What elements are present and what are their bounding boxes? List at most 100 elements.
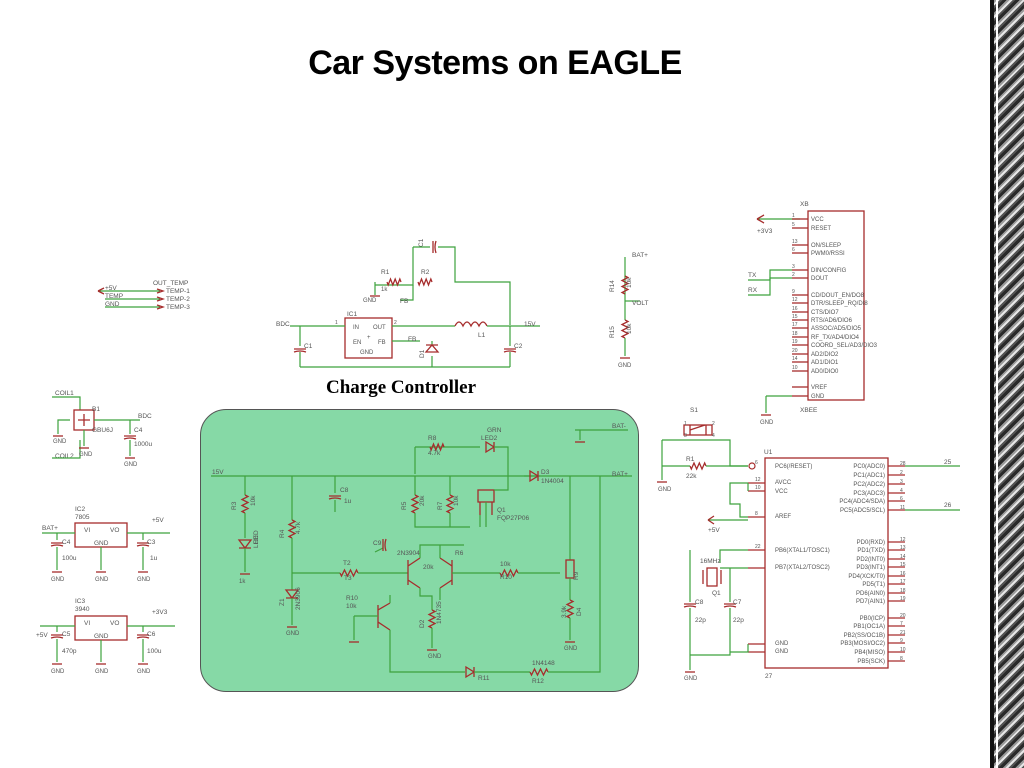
buck-label: 2 (394, 320, 397, 326)
mcu-label: PD4(XCK/T0) (848, 574, 885, 580)
reg_7805-label: VI (84, 527, 90, 534)
reg_3940-label: C5 (62, 631, 71, 638)
charge-label: T3 (344, 575, 352, 582)
charge-label: RED (253, 530, 260, 544)
eagle-schematic: +5VTEMPGNDOUT_TEMPTEMP-1TEMP-2TEMP-3COIL… (36, 201, 960, 685)
mcu-label: PB7(XTAL2/TOSC2) (775, 565, 830, 571)
mcu-label: VCC (775, 489, 788, 495)
charge-label: T2 (343, 560, 351, 567)
charge-label: R6 (455, 550, 464, 557)
component-symbol (287, 519, 297, 539)
mcu-label: 16 (900, 571, 906, 577)
mcu-label: GND (775, 649, 789, 655)
rectifier-label: COIL1 (55, 390, 74, 397)
rectifier-label: GBU6J (92, 427, 113, 434)
wire (400, 285, 414, 301)
component-symbol (97, 287, 105, 295)
wire (748, 277, 792, 296)
buck-label: 15V (524, 321, 536, 328)
xbee-label: RESET (811, 226, 831, 232)
reg_7805-label: 100u (62, 555, 77, 562)
reg_3940-label: 3940 (75, 606, 90, 613)
component-symbol (432, 240, 437, 254)
divider-label: R14 (609, 280, 616, 292)
wire (374, 547, 384, 553)
component-symbol (503, 348, 517, 353)
mcu-label: 15 (900, 562, 906, 568)
component-body (706, 567, 718, 587)
reg_7805-label: BAT+ (42, 525, 58, 532)
wire (414, 513, 470, 528)
wire (494, 476, 509, 491)
xbee-label: 3 (792, 264, 795, 270)
temp_block-label: GND (105, 301, 120, 308)
component-symbol (723, 603, 737, 608)
xbee-label: VCC (811, 217, 824, 223)
component-symbol (620, 275, 630, 295)
wire (690, 608, 731, 656)
xbee-label: 6 (792, 247, 795, 253)
mcu-label: 9 (900, 638, 903, 644)
reg_7805-label: 1u (150, 555, 158, 562)
mcu-label: PB4(MISO) (854, 650, 885, 656)
charge-label: 1u (344, 498, 352, 505)
component-symbol (293, 348, 307, 353)
mcu-label: PC3(ADC3) (853, 491, 885, 497)
mcu-label: PD6(AIN0) (856, 591, 885, 597)
buck-label: EN (353, 340, 361, 346)
xbee-label: RTS/AD6/DIO6 (811, 318, 853, 324)
charge-label: LED2 (481, 435, 498, 442)
reg_3940-label: 470p (62, 648, 77, 655)
temp_block-label: TEMP-2 (166, 296, 190, 303)
mcu-label: PC4(ADC4/SDA) (839, 499, 885, 505)
charge-label: GRN (487, 427, 502, 434)
wire (389, 630, 465, 673)
wire (730, 644, 749, 653)
reg_7805-label: +5V (152, 517, 164, 524)
charge-label: R12 (532, 678, 544, 685)
charge-label: R4 (279, 529, 286, 538)
xbee-label: RX (748, 287, 758, 294)
xbee-label: ON/SLEEP (811, 243, 841, 249)
reg_7805-label: C4 (62, 539, 71, 546)
reg_7805-label: VO (110, 527, 119, 534)
charge-label: C8 (340, 487, 349, 494)
xbee-label: AD1/DIO1 (811, 360, 839, 366)
component-symbol (78, 414, 90, 426)
slide-title: Car Systems on EAGLE (308, 44, 682, 82)
component-symbol (620, 319, 630, 339)
xbee-label: ASSOC/AD5/DIO5 (811, 326, 862, 332)
charge-label: 20k (419, 495, 426, 506)
component-body (683, 424, 713, 436)
buck-label: FB (378, 340, 386, 346)
mcu-label: 4 (712, 433, 715, 439)
reg_3940-label: GND (94, 633, 109, 640)
mcu-label: PB0(ICP) (860, 616, 885, 622)
charge-label: 1k (239, 579, 246, 585)
component-symbol (479, 502, 493, 515)
mcu-label: PB6(XTAL1/TOSC1) (775, 548, 830, 554)
xbee-label: DTR/SLEEP_RQ/DI8 (811, 301, 868, 307)
charge-label: 3.9k (561, 605, 568, 618)
buck-label: IC1 (347, 311, 358, 318)
mcu-label: 22p (695, 617, 706, 624)
wire (419, 588, 433, 610)
charge-label: GND (286, 631, 300, 637)
mcu-label: 2 (900, 470, 903, 476)
xbee-label: 13 (792, 239, 798, 245)
buck-label: C1 (418, 238, 425, 247)
charge-label: R3 (231, 501, 238, 510)
reg_7805-label: GND (137, 577, 151, 583)
temp_block-label: +5V (105, 285, 117, 292)
rectifier-label: GND (79, 452, 93, 458)
reg_3940-label: IC3 (75, 598, 86, 605)
temp_block-label: TEMP-3 (166, 304, 190, 311)
mcu-label: C8 (695, 599, 704, 606)
charge-label: 1N4148 (532, 660, 555, 667)
mcu-label: 8 (900, 656, 903, 662)
mcu-label: 22p (733, 617, 744, 624)
component-symbol (756, 214, 765, 224)
charge-label: D3 (541, 469, 550, 476)
component-symbol (445, 494, 455, 514)
xbee-label: 15 (792, 314, 798, 320)
